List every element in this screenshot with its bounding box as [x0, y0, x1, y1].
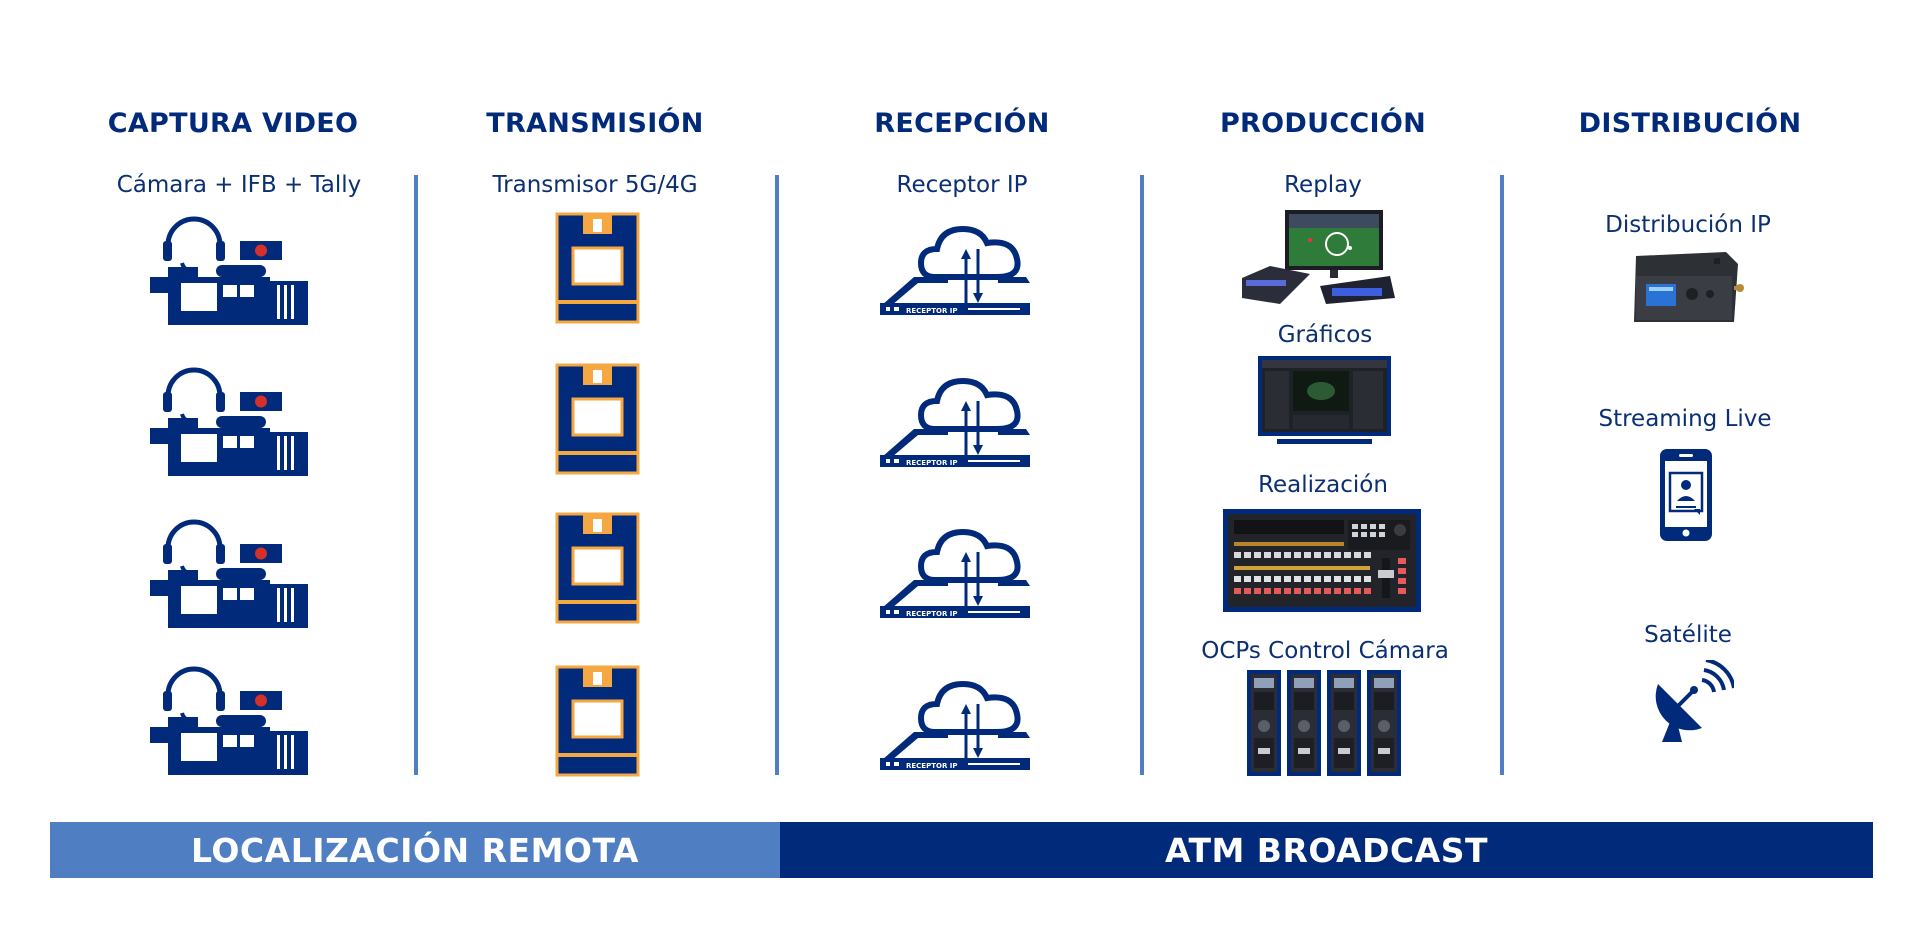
column-separator: [1500, 175, 1504, 775]
label-replay: Replay: [1284, 172, 1362, 198]
column-separator: [775, 175, 779, 775]
replay-station-icon: [1242, 210, 1395, 304]
transmitter-5g-icon: [555, 665, 640, 777]
column-title-recepcion: RECEPCIÓN: [874, 108, 1050, 139]
graphics-monitor-icon: [1258, 356, 1391, 444]
transmitter-5g-icon: [555, 512, 640, 624]
label-transmisor: Transmisor 5G/4G: [492, 172, 698, 198]
camera-ifb-tally-icon: [150, 216, 308, 325]
camera-ifb-tally-icon: [150, 367, 308, 476]
ocp-camera-control-icon: [1247, 670, 1401, 776]
camera-ifb-tally-icon: [150, 666, 308, 775]
receptor-ip-cloud-icon: RECEPTOR IP: [880, 680, 1030, 770]
column-separator: [414, 175, 418, 775]
transmitter-5g-icon: [555, 363, 640, 475]
label-streaming-live: Streaming Live: [1598, 406, 1772, 432]
receptor-badge: RECEPTOR IP: [906, 762, 958, 770]
label-camara: Cámara + IFB + Tally: [116, 172, 362, 198]
receptor-badge: RECEPTOR IP: [906, 459, 958, 467]
label-ocps: OCPs Control Cámara: [1201, 638, 1449, 664]
atm-broadcast-label: ATM BROADCAST: [1164, 830, 1488, 870]
satellite-dish-icon: [1655, 660, 1734, 742]
transmitter-5g-icon: [555, 212, 640, 324]
localizacion-remota-label: LOCALIZACIÓN REMOTA: [191, 830, 639, 870]
label-graficos: Gráficos: [1277, 322, 1373, 348]
column-title-produccion: PRODUCCIÓN: [1219, 108, 1427, 139]
vision-mixer-icon: [1223, 509, 1421, 612]
streaming-phone-icon: [1660, 449, 1712, 541]
camera-ifb-tally-icon: [150, 519, 308, 628]
receptor-ip-cloud-icon: RECEPTOR IP: [880, 225, 1030, 315]
column-title-captura: CAPTURA VIDEO: [107, 108, 359, 139]
label-distribucion-ip: Distribución IP: [1605, 212, 1771, 238]
column-separator: [1140, 175, 1144, 775]
column-title-distribucion: DISTRIBUCIÓN: [1578, 108, 1802, 139]
ip-distribution-device-icon: [1634, 252, 1744, 322]
label-receptor: Receptor IP: [896, 172, 1028, 198]
atm-broadcast-bar: ATM BROADCAST: [780, 822, 1873, 878]
receptor-badge: RECEPTOR IP: [906, 307, 958, 315]
localizacion-remota-bar: LOCALIZACIÓN REMOTA: [50, 822, 780, 878]
receptor-ip-cloud-icon: RECEPTOR IP: [880, 377, 1030, 467]
label-realizacion: Realización: [1258, 472, 1388, 498]
column-title-transmision: TRANSMISIÓN: [486, 108, 704, 139]
receptor-ip-cloud-icon: RECEPTOR IP: [880, 528, 1030, 618]
receptor-badge: RECEPTOR IP: [906, 610, 958, 618]
label-satelite: Satélite: [1644, 622, 1732, 648]
